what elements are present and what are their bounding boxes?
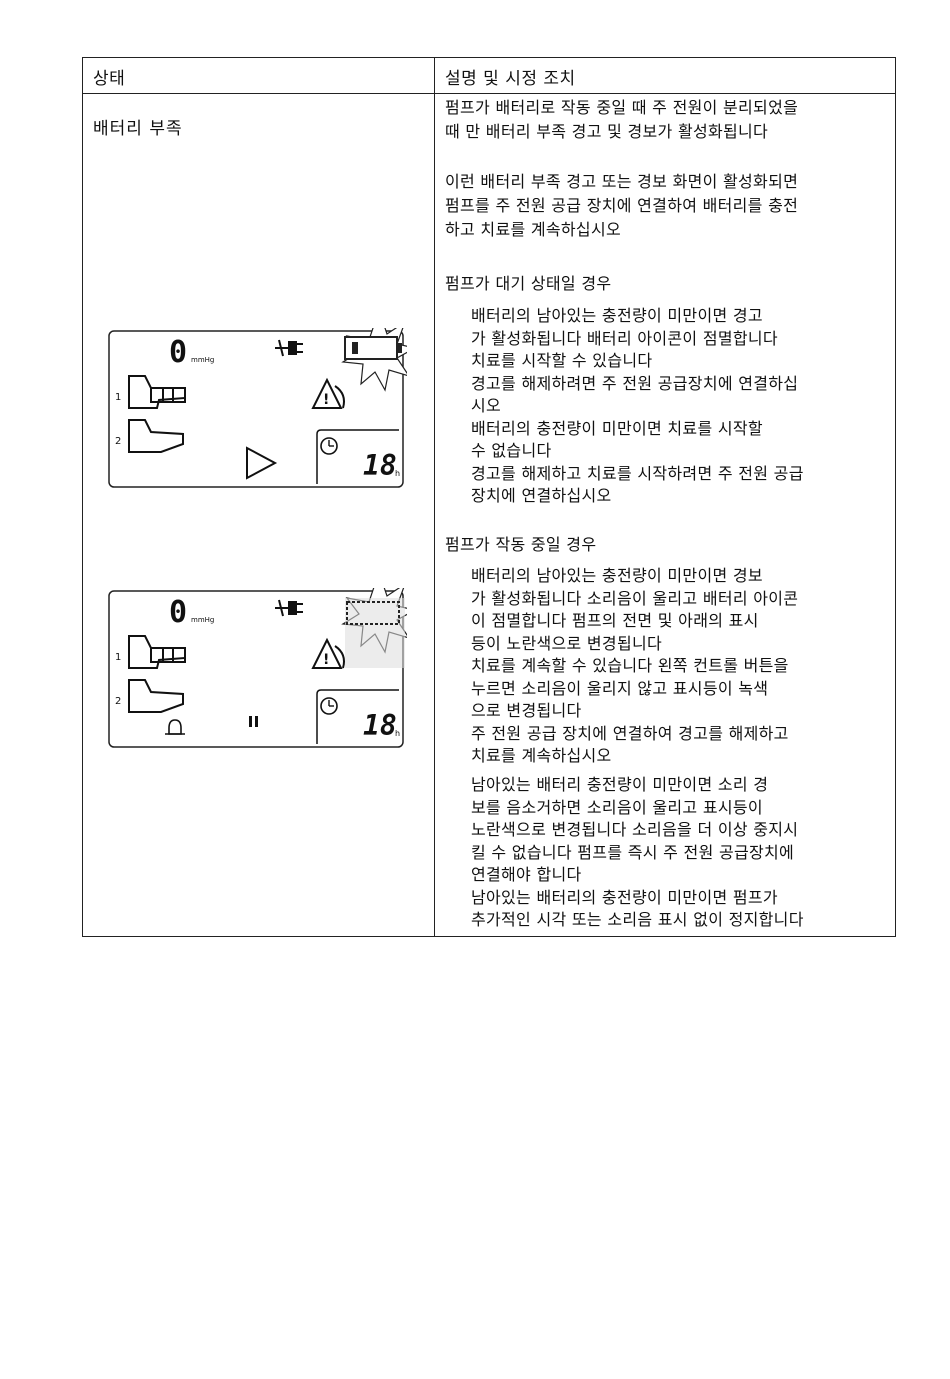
text-line: 경고를 해제하고 치료를 시작하려면 주 전원 공급	[471, 463, 804, 483]
timer-unit: h	[395, 729, 400, 738]
pressure-unit: mmHg	[191, 616, 214, 624]
bell-icon	[165, 719, 185, 735]
text-line: 때 만 배터리 부족 경고 및 경보가 활성화됩니다	[445, 122, 769, 141]
text-line: 등이 노란색으로 변경됩니다	[471, 633, 663, 653]
clock-icon	[320, 437, 338, 455]
text-line: 이런 배터리 부족 경고 또는 경보 화면이 활성화되면	[445, 172, 799, 191]
text-line: 가 활성화됩니다 배터리 아이콘이 점멸합니다	[471, 328, 778, 348]
play-icon	[246, 446, 278, 480]
pause-icon	[249, 716, 258, 727]
text-line: 보를 음소거하면 소리음이 울리고 표시등이	[471, 797, 763, 817]
text-line: 치료를 계속하십시오	[471, 746, 612, 765]
text-line: 수 없습니다	[471, 441, 552, 460]
running-heading: 펌프가 작동 중일 경우	[445, 535, 597, 554]
text-line: 경고를 해제하려면 주 전원 공급장치에 연결하십	[471, 373, 799, 393]
pressure-readout: 0	[169, 335, 187, 370]
battery-flash-icon	[341, 588, 407, 668]
leg1-label: 1	[115, 652, 121, 663]
leg2-cuff-icon	[128, 679, 184, 713]
leg1-cuff-icon	[128, 375, 186, 409]
text-line: 치료를 계속할 수 있습니다 왼쪽 컨트롤 버튼을	[471, 656, 789, 675]
text-line: 배터리의 남아있는 충전량이 미만이면 경고	[471, 306, 763, 325]
text-line: 장치에 연결하십시오	[471, 486, 612, 505]
intro-paragraph-1: 펌프가 배터리로 작동 중일 때 주 전원이 분리되었을 때 만 배터리 부족 …	[445, 96, 885, 144]
text-line: 추가적인 시각 또는 소리음 표시 없이 정지합니다	[471, 910, 804, 929]
mute-details: 남아있는 배터리 충전량이 미만이면 소리 경 보를 음소거하면 소리음이 울리…	[471, 774, 891, 932]
text-line: 연결해야 합니다	[471, 865, 582, 884]
timer-unit: h	[395, 469, 400, 478]
standby-heading: 펌프가 대기 상태일 경우	[445, 274, 612, 293]
pressure-unit: mmHg	[191, 356, 214, 364]
timer-readout: 18	[363, 709, 397, 742]
warning-icon: !	[311, 637, 345, 669]
text-line: 남아있는 배터리 충전량이 미만이면 소리 경	[471, 775, 769, 794]
text-line: 펌프를 주 전원 공급 장치에 연결하여 배터리를 충전	[445, 196, 799, 215]
header-divider	[83, 93, 895, 94]
clock-icon	[320, 697, 338, 715]
text-line: 킬 수 없습니다 펌프를 즉시 주 전원 공급장치에	[471, 842, 795, 862]
text-line: 노란색으로 변경됩니다 소리음을 더 이상 중지시	[471, 820, 799, 839]
leg1-cuff-icon	[128, 635, 186, 669]
text-line: 주 전원 공급 장치에 연결하여 경고를 해제하고	[471, 723, 789, 743]
header-state: 상태	[93, 69, 126, 89]
text-line: 으로 변경됩니다	[471, 701, 582, 720]
leg2-label: 2	[115, 696, 121, 707]
svg-text:!: !	[323, 392, 329, 408]
text-line: 하고 치료를 계속하십시오	[445, 220, 621, 239]
intro-paragraph-2: 이런 배터리 부족 경고 또는 경보 화면이 활성화되면 펌프를 주 전원 공급…	[445, 170, 885, 242]
status-table: 상태 설명 및 시정 조치 배터리 부족 0 mmHg 1	[82, 57, 896, 937]
lcd-standby-display: 0 mmHg 1 2 !	[107, 328, 407, 493]
power-plug-icon	[275, 599, 303, 617]
text-line: 배터리의 남아있는 충전량이 미만이면 경보	[471, 566, 763, 585]
text-line: 치료를 시작할 수 있습니다	[471, 351, 653, 370]
column-divider	[434, 58, 435, 936]
power-plug-icon	[275, 339, 303, 357]
running-details: 배터리의 남아있는 충전량이 미만이면 경보 가 활성화됩니다 소리음이 울리고…	[471, 565, 891, 768]
battery-flash-icon	[341, 328, 407, 392]
svg-text:!: !	[323, 652, 329, 668]
warning-icon: !	[311, 377, 345, 409]
leg2-label: 2	[115, 436, 121, 447]
header-description: 설명 및 시정 조치	[445, 69, 576, 89]
text-line: 남아있는 배터리의 충전량이 미만이면 펌프가	[471, 887, 778, 907]
text-line: 이 점멸합니다 펌프의 전면 및 아래의 표시	[471, 611, 759, 630]
text-line: 누르면 소리음이 울리지 않고 표시등이 녹색	[471, 678, 769, 698]
standby-details: 배터리의 남아있는 충전량이 미만이면 경고 가 활성화됩니다 배터리 아이콘이…	[471, 305, 891, 508]
leg2-cuff-icon	[128, 419, 184, 453]
text-line: 시오	[471, 396, 502, 415]
text-line: 가 활성화됩니다 소리음이 울리고 배터리 아이콘	[471, 588, 799, 608]
text-line: 펌프가 배터리로 작동 중일 때 주 전원이 분리되었을	[445, 98, 799, 117]
text-line: 배터리의 충전량이 미만이면 치료를 시작할	[471, 418, 763, 438]
lcd-running-display: 0 mmHg 1 2 !	[107, 588, 407, 753]
state-low-battery: 배터리 부족	[93, 119, 183, 139]
timer-readout: 18	[363, 449, 397, 482]
pressure-readout: 0	[169, 595, 187, 630]
leg1-label: 1	[115, 392, 121, 403]
